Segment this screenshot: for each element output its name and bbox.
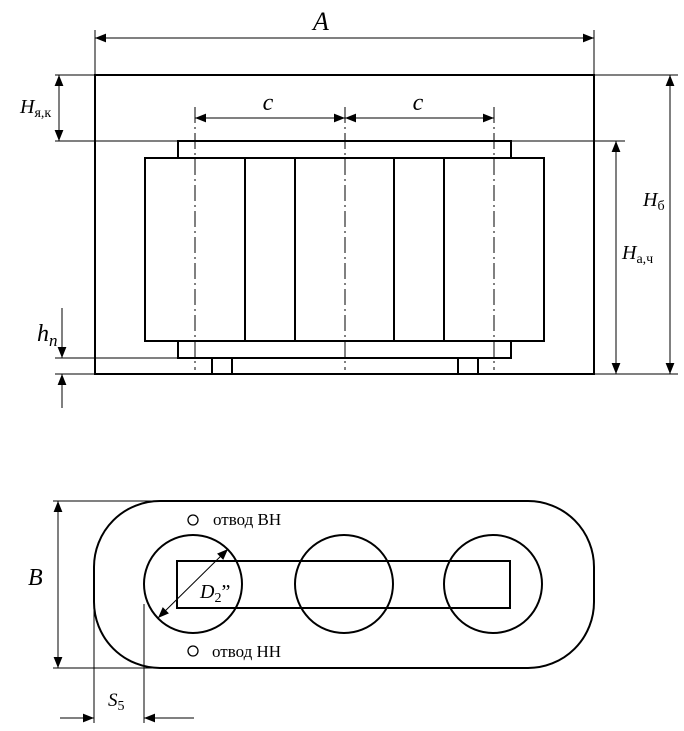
label-c-right: c xyxy=(413,90,424,116)
winding-circle-right xyxy=(443,534,543,634)
tank-oval xyxy=(93,500,595,669)
support-foot-left xyxy=(211,357,233,375)
label-hv-tap: отвод ВН xyxy=(213,510,281,529)
label-s5: S5 xyxy=(108,690,125,714)
label-a: A xyxy=(311,7,329,36)
tank-outline xyxy=(94,74,595,375)
top-view: отвод ВН отвод НН D2” B S5 xyxy=(28,500,595,723)
label-d2: D2” xyxy=(199,581,230,606)
label-lv-tap: отвод НН xyxy=(212,642,281,661)
label-b: B xyxy=(28,565,43,591)
winding-circle-left xyxy=(143,534,243,634)
winding-circle-middle xyxy=(294,534,394,634)
label-c-left: c xyxy=(263,90,274,116)
support-foot-right xyxy=(457,357,479,375)
dim-d2-line xyxy=(157,548,229,619)
label-h-n: hn xyxy=(37,321,58,350)
label-h-b: Hб xyxy=(642,189,665,214)
label-h-yk: Hя,к xyxy=(19,96,51,121)
label-h-ach: Hа,ч xyxy=(621,242,653,267)
hv-tap-marker xyxy=(187,514,199,526)
lv-tap-marker xyxy=(187,645,199,657)
front-view: A c c Hя,к Hб Hа,ч hn xyxy=(19,7,678,408)
